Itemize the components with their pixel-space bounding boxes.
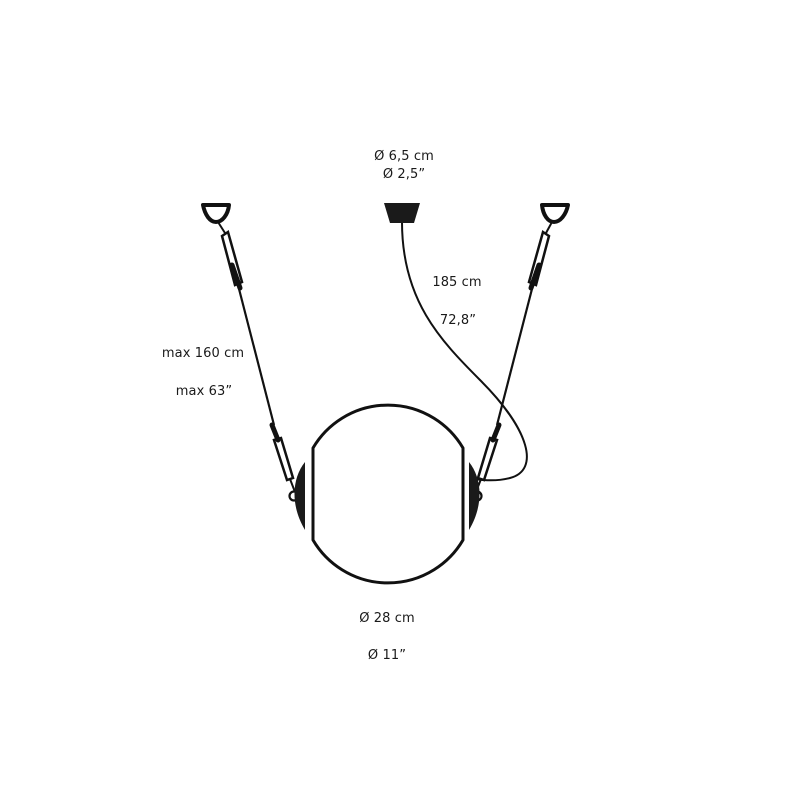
suspension-length-in-label: max 63” [175,384,233,399]
canopy-diameter-cm-label: Ø 6,5 cm [374,149,434,164]
power-cable [401,221,528,482]
right-suspension [471,203,570,502]
glass-sphere [311,403,465,585]
canopy-diameter-in-label: Ø 2,5” [382,167,426,182]
ceiling-canopy [384,203,420,223]
sphere-diameter-cm-label: Ø 28 cm [359,611,415,626]
cable-length-cm-label: 185 cm [432,275,482,290]
sphere-diameter-in-label: Ø 11” [367,648,407,663]
right-side-cap [469,462,480,530]
left-ceiling-hook [201,203,231,224]
right-ceiling-hook [540,203,570,224]
cable-length-in-label: 72,8” [439,313,477,328]
suspension-length-cm-label: max 160 cm [161,346,245,361]
left-side-cap [294,462,305,530]
